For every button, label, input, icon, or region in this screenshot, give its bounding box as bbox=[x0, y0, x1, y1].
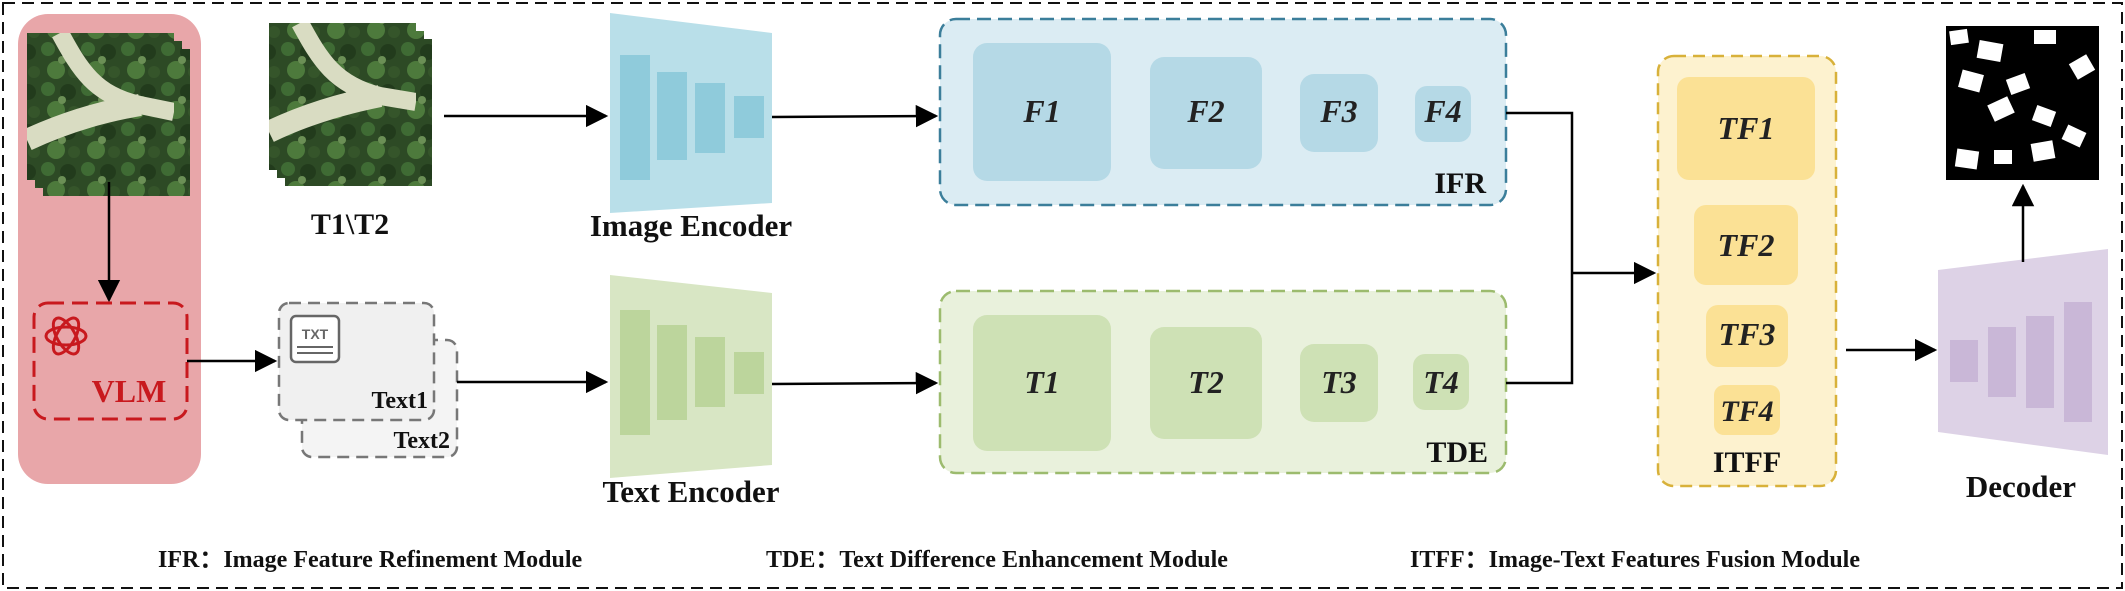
tde-feature-t3 bbox=[1300, 344, 1378, 422]
tde-t4-label: T4 bbox=[1423, 364, 1459, 400]
tde-t1-label: T1 bbox=[1024, 364, 1060, 400]
tde-feature-t2 bbox=[1150, 327, 1262, 439]
itff-tf3-label: TF3 bbox=[1719, 316, 1776, 352]
tde-feature-t4 bbox=[1413, 354, 1469, 410]
legend-tde: TDE：Text Difference Enhancement Module bbox=[766, 547, 1228, 573]
text-encoder-to-tde-arrow bbox=[771, 371, 939, 395]
ifr-feature-f4 bbox=[1415, 86, 1471, 142]
legend-ifr: IFR：Image Feature Refinement Module bbox=[158, 547, 582, 573]
itff-feature-tf2 bbox=[1694, 205, 1798, 285]
itff-feature-tf3 bbox=[1706, 305, 1788, 367]
text1-label: Text1 bbox=[372, 388, 428, 414]
vlm-box bbox=[32, 301, 189, 421]
svg-text:TXT: TXT bbox=[302, 326, 329, 342]
tde-feature-t1 bbox=[973, 315, 1111, 451]
ifr-name-label: IFR bbox=[1434, 167, 1486, 200]
image-pair-label: T1\T2 bbox=[311, 208, 389, 241]
itff-tf1-label: TF1 bbox=[1718, 110, 1775, 146]
itff-tf2-label: TF2 bbox=[1718, 227, 1775, 263]
openai-logo-icon bbox=[44, 316, 88, 356]
change-map-output bbox=[1946, 26, 2099, 180]
image-encoder-to-ifr-arrow bbox=[771, 104, 939, 128]
itff-feature-tf4 bbox=[1714, 385, 1780, 435]
itff-feature-tf1 bbox=[1677, 77, 1815, 180]
text-encoder-label: Text Encoder bbox=[602, 474, 779, 509]
decoder-label: Decoder bbox=[1966, 469, 2076, 504]
ifr-f1-label: F1 bbox=[1022, 93, 1060, 129]
image-encoder bbox=[610, 13, 772, 213]
ifr-feature-f2 bbox=[1150, 57, 1262, 169]
ifr-f4-label: F4 bbox=[1423, 93, 1461, 129]
legend-itff: ITFF：Image-Text Features Fusion Module bbox=[1410, 547, 1860, 573]
bitemporal-image-pair bbox=[269, 23, 432, 186]
document-icon: TXT bbox=[289, 314, 341, 364]
image-encoder-label: Image Encoder bbox=[590, 208, 793, 243]
ifr-f3-label: F3 bbox=[1319, 93, 1357, 129]
ifr-f2-label: F2 bbox=[1186, 93, 1224, 129]
itff-name-label: ITFF bbox=[1713, 446, 1781, 479]
text-encoder bbox=[610, 275, 772, 478]
tde-t3-label: T3 bbox=[1321, 364, 1357, 400]
vlm-label: VLM bbox=[92, 373, 167, 409]
ifr-feature-f3 bbox=[1300, 74, 1378, 152]
itff-tf4-label: TF4 bbox=[1720, 395, 1773, 428]
tde-name-label: TDE bbox=[1426, 436, 1488, 469]
input-image-stack-left bbox=[27, 33, 190, 196]
tde-t2-label: T2 bbox=[1188, 364, 1224, 400]
ifr-connector bbox=[1506, 111, 1574, 385]
ifr-feature-f1 bbox=[973, 43, 1111, 181]
text2-label: Text2 bbox=[394, 428, 450, 454]
